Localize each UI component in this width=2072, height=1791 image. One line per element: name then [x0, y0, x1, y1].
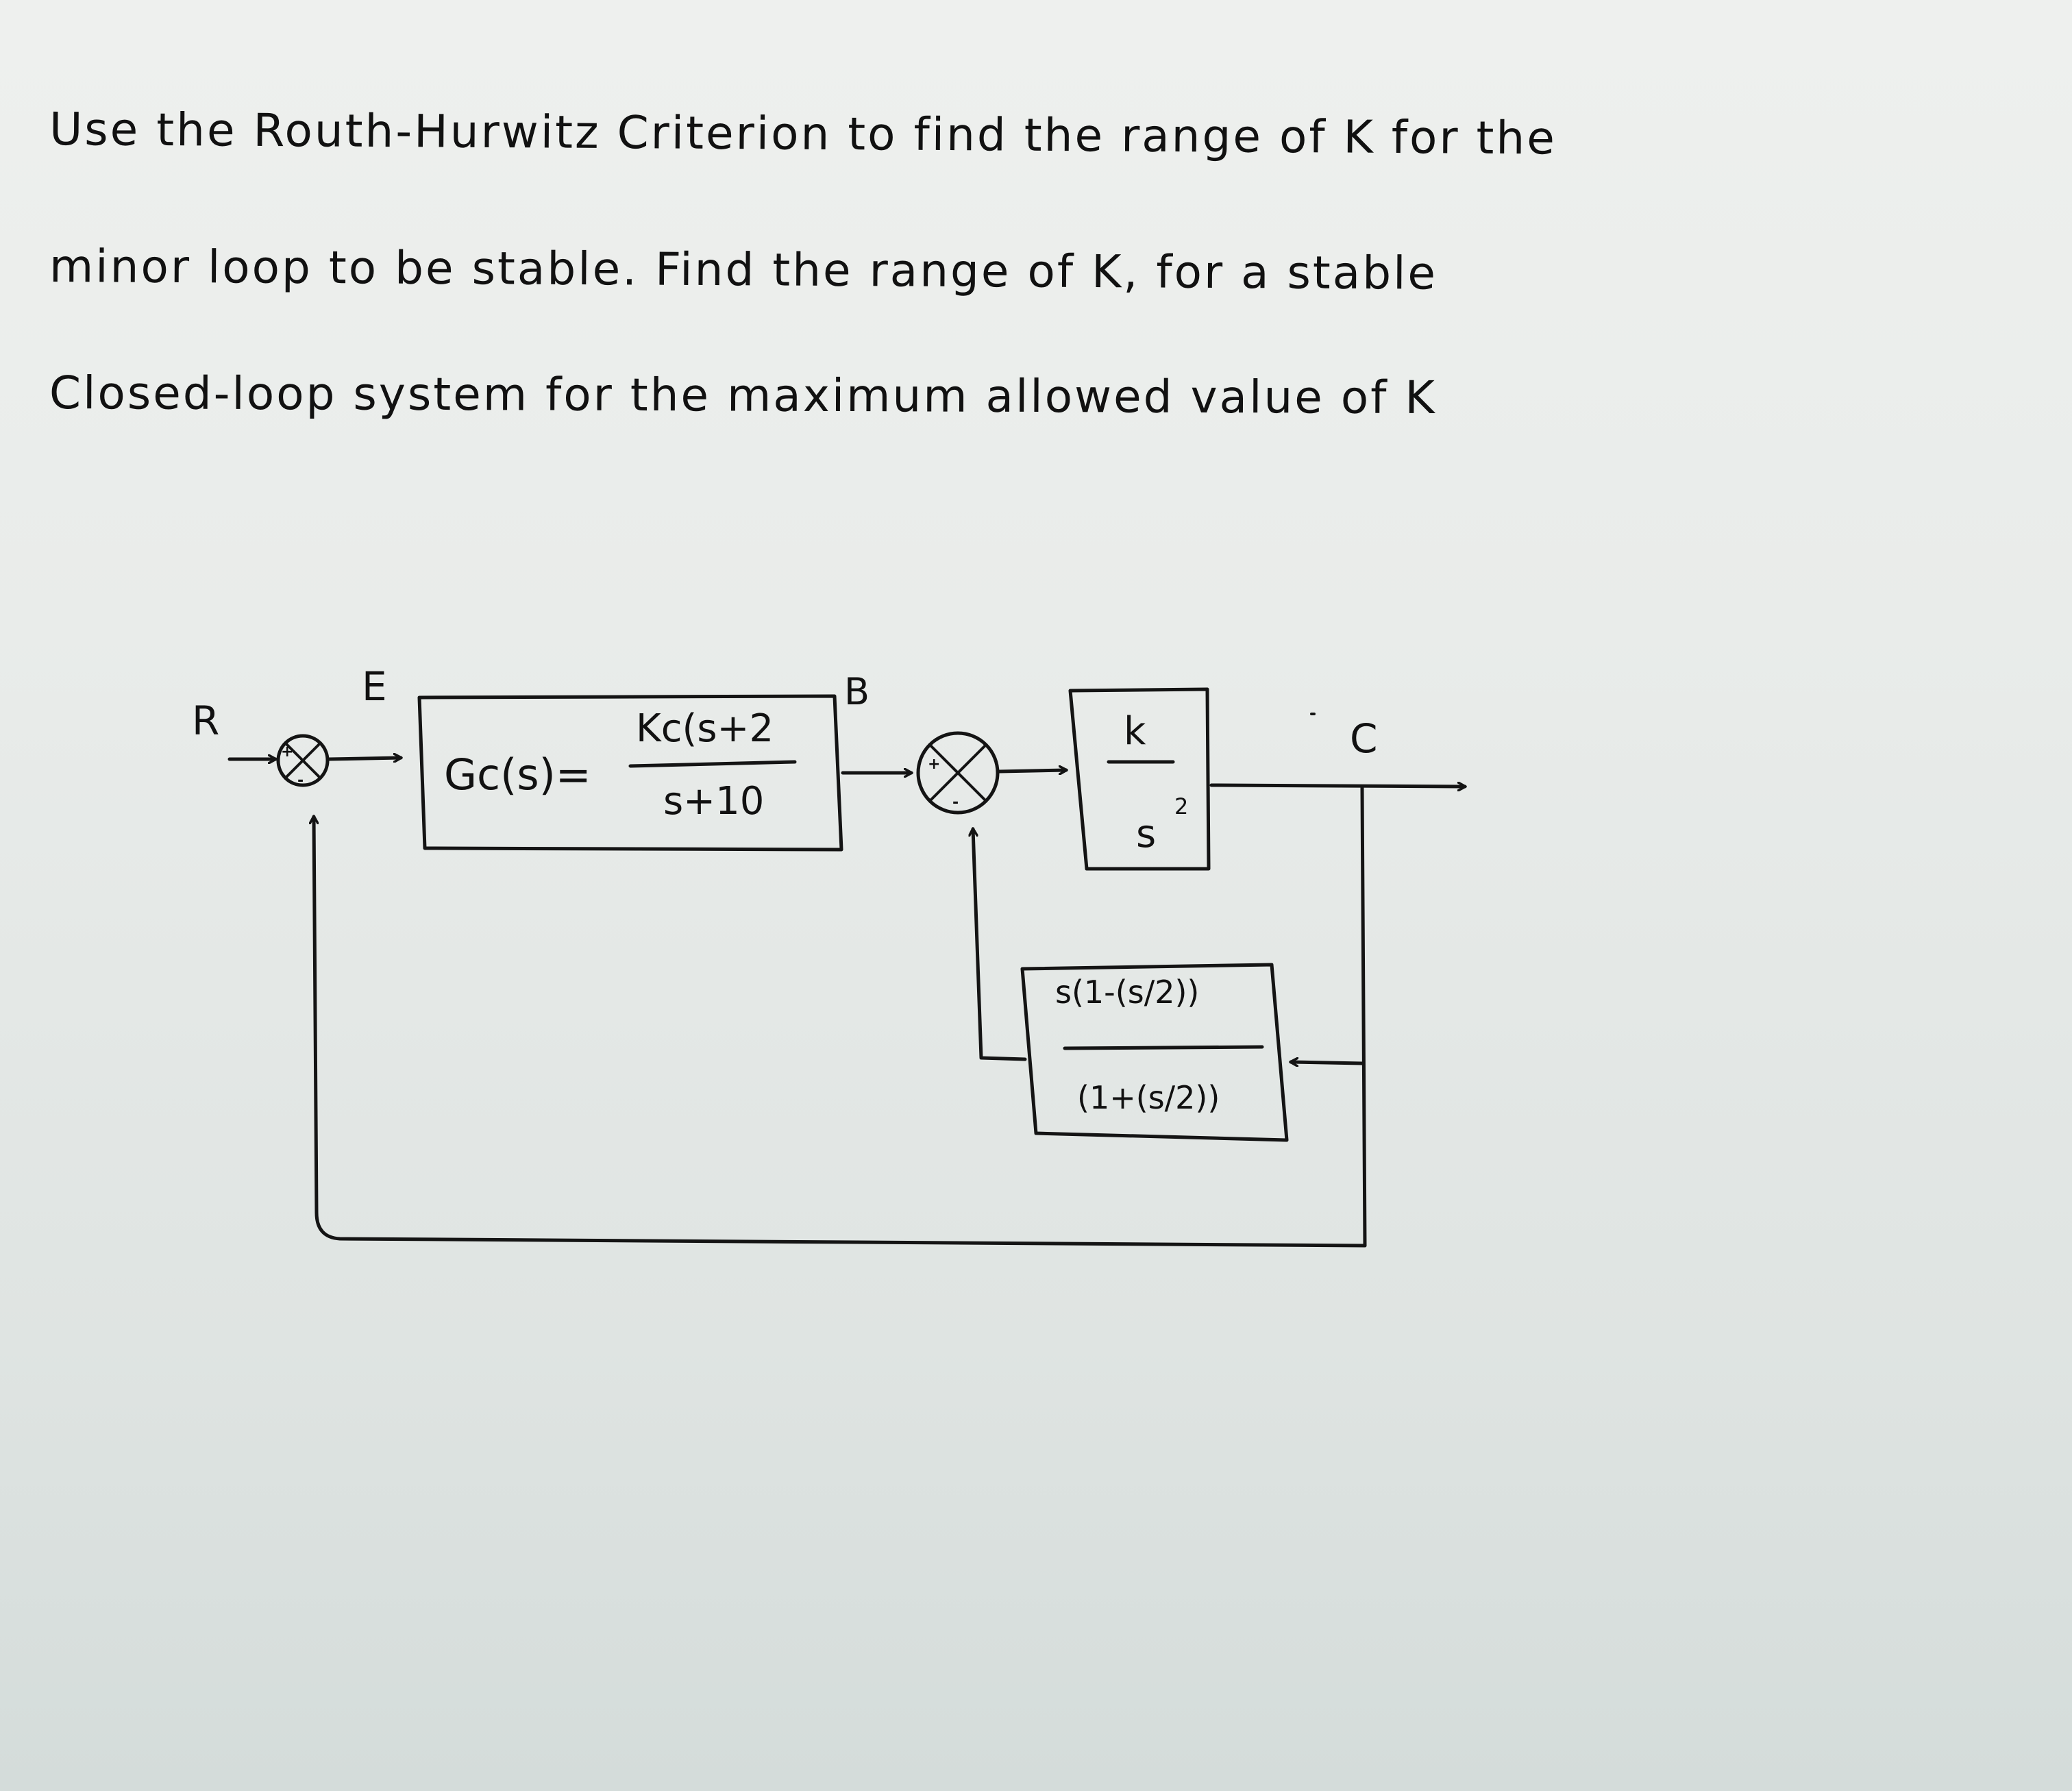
- plant-exponent: 2: [1174, 793, 1188, 819]
- feedback-denominator: (1+(s/2)): [1077, 1079, 1220, 1116]
- signal-label-b: B: [844, 670, 870, 713]
- controller-label: Gc(s)=: [444, 750, 591, 800]
- signal-label-c: C: [1350, 715, 1378, 762]
- feedback-block: s(1-(s/2)) (1+(s/2)): [1020, 963, 1289, 1142]
- plant-block: k s 2: [1068, 687, 1211, 871]
- summing-junction-1: + -: [276, 734, 330, 789]
- feedback-numerator: s(1-(s/2)): [1055, 974, 1199, 1011]
- controller-denominator: s+10: [663, 779, 764, 824]
- controller-numerator: Kc(s+2: [636, 706, 774, 751]
- controller-block: Gc(s)= Kc(s+2 s+10: [417, 694, 843, 852]
- sum1-plus-sign: +: [281, 743, 293, 761]
- feedback-fraction-bar: [1063, 1045, 1264, 1050]
- sum2-minus-sign: -: [952, 794, 959, 811]
- sum1-minus-sign: -: [297, 772, 304, 789]
- controller-fraction-bar: [628, 760, 797, 768]
- plant-denominator: s: [1136, 812, 1156, 856]
- plant-input-arrow: [997, 770, 1066, 771]
- error-arrow: [327, 758, 401, 759]
- signal-label-e: E: [362, 663, 387, 710]
- minor-feedback-return-arrow: [973, 829, 1027, 1061]
- sum2-plus-sign: +: [928, 756, 940, 773]
- output-arrow: [1209, 785, 1465, 787]
- major-feedback-arrow: [314, 817, 1367, 1248]
- output-tap-line: [1360, 786, 1367, 1248]
- summing-junction-2: + -: [916, 731, 1000, 815]
- plant-numerator: k: [1124, 709, 1146, 754]
- minor-feedback-input-arrow: [1291, 1062, 1364, 1063]
- signal-label-r: R: [192, 697, 219, 744]
